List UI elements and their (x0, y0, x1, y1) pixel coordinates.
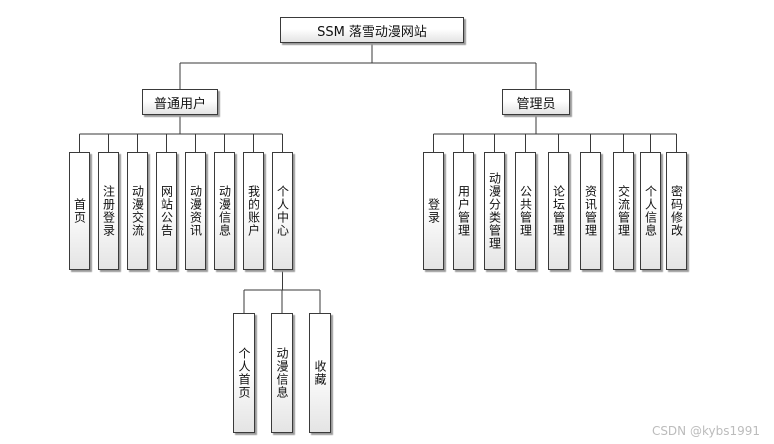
leaf-label: 用户管理 (456, 185, 471, 237)
leaf-label: 资讯管理 (583, 185, 598, 237)
leaf-label: 动漫交流 (130, 185, 145, 237)
leaf-node: 网站公告 (156, 152, 177, 270)
leaf-label: 动漫信息 (217, 185, 232, 237)
leaf-node: 个人中心 (272, 152, 293, 270)
leaf-label: 收藏 (313, 360, 327, 386)
branch-node-admin: 管理员 (502, 89, 570, 115)
root-label: SSM 落雪动漫网站 (317, 24, 427, 40)
branch-label: 普通用户 (153, 96, 206, 112)
leaf-node: 注册登录 (98, 152, 119, 270)
leaf-node: 动漫分类管理 (484, 152, 505, 270)
leaf-label: 个人中心 (275, 185, 290, 237)
leaf-node: 我的账户 (243, 152, 264, 270)
leaf-node: 首页 (69, 152, 90, 270)
watermark: CSDN @kybs1991 (651, 424, 760, 438)
leaf-node: 密码修改 (666, 152, 687, 270)
root-node: SSM 落雪动漫网站 (280, 17, 464, 43)
leaf-node: 公共管理 (515, 152, 536, 270)
sub-leaf-node: 动漫信息 (271, 313, 293, 433)
leaf-label: 网站公告 (159, 185, 174, 237)
leaf-label: 动漫分类管理 (487, 172, 502, 250)
leaf-node: 动漫交流 (127, 152, 148, 270)
leaf-label: 动漫资讯 (188, 185, 203, 237)
leaf-node: 动漫资讯 (185, 152, 206, 270)
leaf-label: 公共管理 (518, 185, 533, 237)
leaf-node: 动漫信息 (214, 152, 235, 270)
leaf-node: 用户管理 (453, 152, 474, 270)
leaf-node: 登录 (423, 152, 444, 270)
leaf-node: 论坛管理 (548, 152, 569, 270)
leaf-label: 登录 (426, 198, 441, 224)
branch-label: 管理员 (516, 96, 556, 112)
leaf-label: 注册登录 (101, 185, 116, 237)
leaf-label: 论坛管理 (551, 185, 566, 237)
sub-leaf-node: 个人首页 (233, 313, 255, 433)
sub-leaf-node: 收藏 (309, 313, 331, 433)
leaf-label: 交流管理 (616, 185, 631, 237)
leaf-label: 我的账户 (246, 185, 261, 237)
leaf-label: 密码修改 (669, 185, 684, 237)
leaf-node: 交流管理 (613, 152, 634, 270)
leaf-label: 个人信息 (643, 185, 658, 237)
leaf-label: 首页 (72, 198, 87, 224)
leaf-node: 资讯管理 (580, 152, 601, 270)
leaf-label: 动漫信息 (275, 347, 289, 399)
branch-node-regular-user: 普通用户 (142, 89, 218, 115)
leaf-label: 个人首页 (237, 347, 251, 399)
leaf-node: 个人信息 (640, 152, 661, 270)
